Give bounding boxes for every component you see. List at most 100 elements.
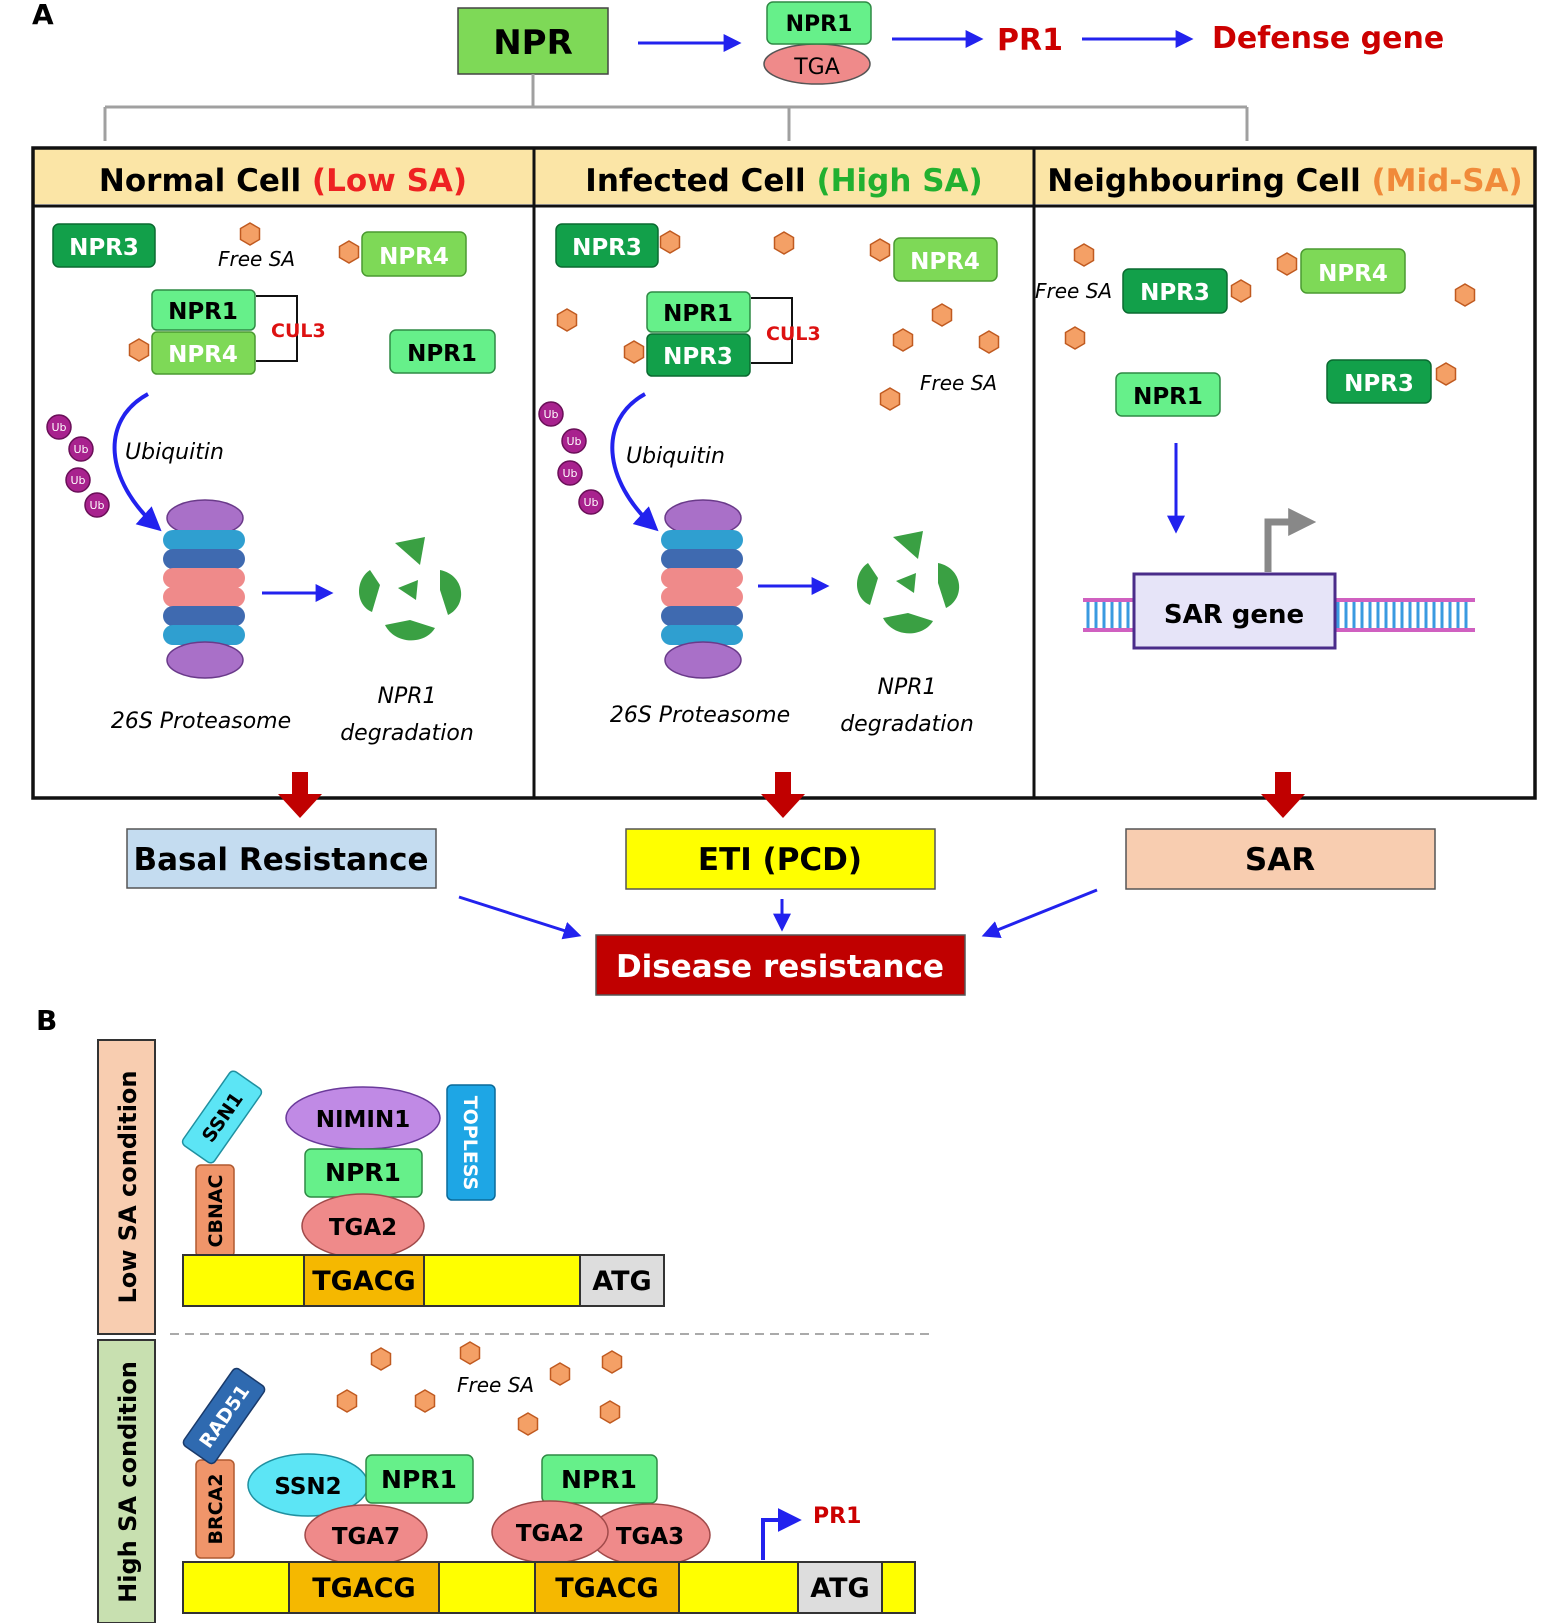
sa-hexagon bbox=[128, 338, 150, 362]
sa-hexagon bbox=[414, 1389, 436, 1413]
normal-cul3: CUL3 bbox=[271, 320, 326, 342]
normal-proteasome-label: 26S Proteasome bbox=[111, 709, 291, 734]
infected-cul3: CUL3 bbox=[766, 323, 821, 345]
bracket-connector bbox=[103, 74, 1249, 141]
sa-hexagon bbox=[1230, 279, 1252, 303]
defense-gene-label: Defense gene bbox=[1212, 21, 1444, 56]
low-sa-diagram: CBNAC SSN1 NIMIN1 NPR1 TOPLESS TGA2 TGAC… bbox=[181, 1070, 665, 1307]
eti-box bbox=[625, 828, 936, 890]
normal-complex-npr1: NPR1 bbox=[168, 299, 238, 325]
sa-hexagon bbox=[459, 1341, 481, 1365]
infected-ub-3: Ub bbox=[562, 467, 577, 480]
panel-a-label: A bbox=[32, 0, 54, 31]
sa-hexagon bbox=[599, 1400, 621, 1424]
sa-hexagon bbox=[1064, 326, 1086, 350]
sa-hexagon bbox=[892, 328, 914, 352]
high-sa-diagram: Free SA BRCA2 RAD51 SSN2 NPR1 TGA7 NPR1 … bbox=[182, 1341, 916, 1614]
normal-free-sa: Free SA bbox=[218, 247, 295, 271]
low-sa-condition-label: Low SA condition bbox=[114, 1070, 142, 1303]
npr1-top-label: NPR1 bbox=[786, 12, 853, 37]
sa-hexagon bbox=[1435, 362, 1457, 386]
sa-hexagon bbox=[659, 230, 681, 254]
sa-hexagon bbox=[336, 1389, 358, 1413]
infected-ub-1: Ub bbox=[543, 408, 558, 421]
infected-ubiquitin: Ubiquitin bbox=[626, 444, 725, 469]
low-tgacg: TGACG bbox=[312, 1266, 415, 1297]
sa-hexagon bbox=[1454, 283, 1476, 307]
sa-hexagon bbox=[869, 238, 891, 262]
red-down-arrows bbox=[278, 772, 1305, 818]
disease-resistance-box bbox=[595, 934, 966, 996]
panel-b-label: B bbox=[36, 1004, 57, 1037]
infected-npr3: NPR3 bbox=[572, 235, 642, 261]
normal-deg1: NPR1 bbox=[377, 684, 436, 709]
normal-npr4: NPR4 bbox=[379, 244, 449, 270]
high-npr1a: NPR1 bbox=[381, 1465, 457, 1494]
neighbour-npr3a: NPR3 bbox=[1140, 280, 1210, 306]
transcription-start-arrow bbox=[1264, 508, 1317, 572]
high-free-sa: Free SA bbox=[457, 1373, 534, 1397]
sa-hexagon bbox=[239, 222, 261, 246]
neighbour-cell-content: Free SA NPR3 NPR4 NPR1 NPR3 bbox=[1035, 243, 1476, 650]
cell-frame bbox=[31, 146, 1537, 800]
neighbour-npr3b: NPR3 bbox=[1344, 371, 1414, 397]
neighbour-npr1: NPR1 bbox=[1133, 384, 1203, 410]
infected-free-sa: Free SA bbox=[920, 371, 997, 395]
sa-hexagon bbox=[1276, 252, 1298, 276]
high-ssn2: SSN2 bbox=[274, 1474, 341, 1500]
header-neighbouring-cell: Neighbouring Cell (Mid-SA) bbox=[1047, 163, 1522, 199]
sa-hexagon bbox=[601, 1350, 623, 1374]
basal-resistance-box bbox=[126, 828, 437, 889]
sa-hexagon bbox=[773, 231, 795, 255]
sa-hexagon bbox=[338, 240, 360, 264]
normal-ub-2: Ub bbox=[73, 443, 88, 456]
sa-hexagon bbox=[517, 1412, 539, 1436]
neighbour-npr4: NPR4 bbox=[1318, 261, 1388, 287]
normal-ubiquitin-arrow bbox=[112, 392, 162, 532]
normal-npr3: NPR3 bbox=[69, 235, 139, 261]
infected-ubiquitin-arrow bbox=[610, 392, 659, 532]
infected-ub-4: Ub bbox=[583, 496, 598, 509]
infected-deg2: degradation bbox=[840, 712, 974, 737]
infected-complex-npr1: NPR1 bbox=[663, 301, 733, 327]
sar-box bbox=[1125, 828, 1436, 890]
low-topless: TOPLESS bbox=[459, 1096, 481, 1191]
high-tga7: TGA7 bbox=[332, 1524, 400, 1550]
sa-hexagon bbox=[370, 1347, 392, 1371]
npr-box: NPR bbox=[457, 7, 609, 75]
basal-resistance-label: Basal Resistance bbox=[134, 842, 429, 878]
high-sa-bar bbox=[97, 1339, 156, 1623]
header-normal-cell: Normal Cell (Low SA) bbox=[99, 163, 467, 199]
npr-label: NPR bbox=[493, 23, 573, 63]
high-npr1b: NPR1 bbox=[561, 1465, 637, 1494]
infected-npr4: NPR4 bbox=[910, 249, 980, 275]
disease-resistance-label: Disease resistance bbox=[616, 949, 944, 985]
arrow-sar-to-disease bbox=[981, 888, 1098, 938]
low-nimin1: NIMIN1 bbox=[316, 1107, 411, 1133]
infected-cell-content: NPR3 NPR4 NPR1 NPR3 CUL3 Free SA Ub Ub U… bbox=[538, 223, 1000, 737]
sa-hexagon bbox=[1073, 243, 1095, 267]
sa-hexagon bbox=[879, 387, 901, 411]
sa-hexagon bbox=[556, 308, 578, 332]
tga-label: TGA bbox=[793, 55, 840, 80]
sar-gene-label: SAR gene bbox=[1164, 600, 1304, 630]
low-npr1: NPR1 bbox=[325, 1158, 401, 1187]
high-tgacg2: TGACG bbox=[555, 1573, 658, 1604]
sa-hexagon bbox=[931, 303, 953, 327]
sa-hexagon bbox=[549, 1362, 571, 1386]
low-cbnac: CBNAC bbox=[205, 1175, 227, 1248]
high-sa-condition-label: High SA condition bbox=[114, 1361, 142, 1603]
high-tga2: TGA2 bbox=[516, 1521, 584, 1547]
sa-hexagon bbox=[623, 340, 645, 364]
infected-fragments bbox=[856, 531, 960, 634]
header-infected-cell: Infected Cell (High SA) bbox=[585, 163, 982, 199]
pr1-label: PR1 bbox=[997, 23, 1063, 58]
infected-ub-2: Ub bbox=[566, 435, 581, 448]
normal-npr1: NPR1 bbox=[407, 341, 477, 367]
infected-proteasome-label: 26S Proteasome bbox=[610, 703, 790, 728]
normal-proteasome bbox=[163, 499, 245, 679]
high-tga3: TGA3 bbox=[616, 1524, 684, 1550]
high-tgacg1: TGACG bbox=[312, 1573, 415, 1604]
infected-deg1: NPR1 bbox=[877, 675, 936, 700]
